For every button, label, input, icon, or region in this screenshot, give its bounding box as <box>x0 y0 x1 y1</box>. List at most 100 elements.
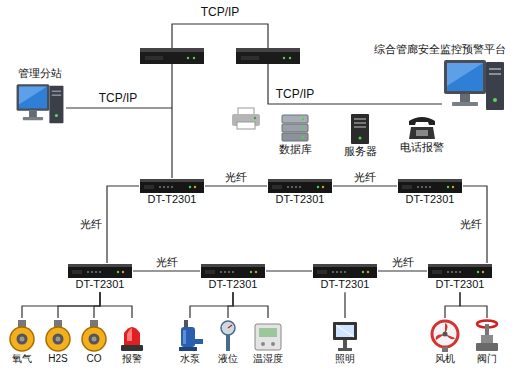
sensor-wire <box>233 292 268 318</box>
node-label: 氧气 <box>12 353 32 365</box>
printer-icon-part <box>237 122 255 129</box>
ring-node-device-icon-art <box>268 179 332 193</box>
field-device-icon <box>7 319 37 353</box>
database-server-icon <box>281 113 309 143</box>
network-switch-part <box>236 48 300 52</box>
field-device-icon <box>330 319 360 353</box>
node-label: 电话报警 <box>400 141 444 154</box>
management-station-icon-art <box>17 84 64 123</box>
node-label: CO <box>87 353 102 365</box>
field-device-icon <box>213 319 243 353</box>
field-device-icon-art <box>476 321 498 352</box>
fiber-link <box>266 270 312 271</box>
tcpip-cable <box>172 24 268 48</box>
field-device-icon <box>253 319 283 353</box>
tcpip-cable <box>268 64 442 104</box>
field-device: H2S <box>42 318 74 366</box>
node-label: 照明 <box>335 353 355 365</box>
node-label: 数据库 <box>279 143 312 156</box>
management-station-icon <box>15 80 65 126</box>
database-server: 数据库 <box>278 112 313 157</box>
field-device-icon <box>43 319 73 353</box>
ring-node-device: DT-T2301 <box>139 178 205 207</box>
node-label: 服务器 <box>344 145 377 158</box>
field-device-icon <box>117 319 147 353</box>
app-server-icon-art <box>351 114 369 144</box>
node-label: 阀门 <box>477 353 497 365</box>
node-label: DT-T2301 <box>209 278 258 291</box>
sensor-wire <box>190 292 233 318</box>
node-label: 综合管廊安全监控预警平台 <box>374 43 506 56</box>
sensor-wire <box>100 292 132 318</box>
monitoring-platform-icon <box>442 56 506 112</box>
field-device-icon <box>472 319 502 353</box>
fiber-link <box>333 185 397 186</box>
network-switch-part <box>140 48 204 64</box>
field-device-icon-art <box>255 324 281 350</box>
field-device: 阀门 <box>471 318 503 366</box>
network-switch-part <box>236 48 300 64</box>
ring-node-device-icon-art <box>140 179 204 193</box>
ring-node-device: DT-T2301 <box>312 263 378 292</box>
phone-alarm-icon <box>407 113 437 141</box>
fiber-link <box>133 270 200 271</box>
ring-node-device-icon <box>140 179 204 193</box>
sensor-wire <box>228 292 233 318</box>
node-label: 温湿度 <box>253 353 283 365</box>
tcpip-cable <box>66 107 172 108</box>
field-device: 温湿度 <box>252 318 284 366</box>
fiber-link <box>205 185 267 186</box>
ring-node-device-icon <box>268 179 332 193</box>
ring-node-device-icon <box>313 264 377 278</box>
node-label: 风机 <box>435 353 455 365</box>
sensor-wire <box>344 292 345 318</box>
field-device-icon-art <box>82 320 106 351</box>
app-server: 服务器 <box>343 112 378 159</box>
protocol-label: TCP/IP <box>98 92 139 106</box>
field-device: CO <box>78 318 110 366</box>
field-device: 照明 <box>329 318 361 366</box>
node-label: 管理分站 <box>18 67 62 80</box>
ring-node-device: DT-T2301 <box>397 178 463 207</box>
network-switch <box>140 48 204 64</box>
edge-label: 光纤 <box>224 171 248 184</box>
printer-icon-part <box>238 108 254 115</box>
network-switch-part <box>187 57 189 59</box>
ring-node-device: DT-T2301 <box>267 178 333 207</box>
edge-label: 光纤 <box>353 171 377 184</box>
field-device: 液位 <box>212 318 244 366</box>
field-device: 风机 <box>429 318 461 366</box>
network-switch-part <box>283 57 285 59</box>
field-device-icon <box>175 319 205 353</box>
edge-label: 光纤 <box>459 218 483 231</box>
node-label: DT-T2301 <box>406 193 455 206</box>
field-device: 报警 <box>116 318 148 366</box>
printer-icon-part <box>254 117 256 119</box>
edge-label: 光纤 <box>155 256 179 269</box>
node-label: DT-T2301 <box>148 193 197 206</box>
node-label: H2S <box>48 353 67 365</box>
sensor-wire <box>22 292 100 318</box>
node-label: DT-T2301 <box>76 278 125 291</box>
app-server-icon <box>348 113 372 145</box>
monitoring-platform: 综合管廊安全监控预警平台 <box>373 42 507 113</box>
management-station: 管理分站 <box>14 66 66 127</box>
edge-label: 光纤 <box>391 256 415 269</box>
field-device: 水泵 <box>174 318 206 366</box>
ring-node-device-icon-art <box>428 264 492 278</box>
ring-node-device: DT-T2301 <box>427 263 493 292</box>
field-device-icon <box>79 319 109 353</box>
field-device-icon-art <box>10 320 34 351</box>
ring-node-device: DT-T2301 <box>67 263 133 292</box>
ring-node-device-icon-art <box>313 264 377 278</box>
network-switch-part <box>289 57 291 59</box>
field-device-icon <box>430 319 460 353</box>
ring-node-device-icon <box>201 264 265 278</box>
field-device: 氧气 <box>6 318 38 366</box>
sensor-wire <box>94 292 100 318</box>
sensor-wire <box>58 292 100 318</box>
printer-icon <box>232 108 260 129</box>
node-label: DT-T2301 <box>436 278 485 291</box>
node-label: DT-T2301 <box>276 193 325 206</box>
